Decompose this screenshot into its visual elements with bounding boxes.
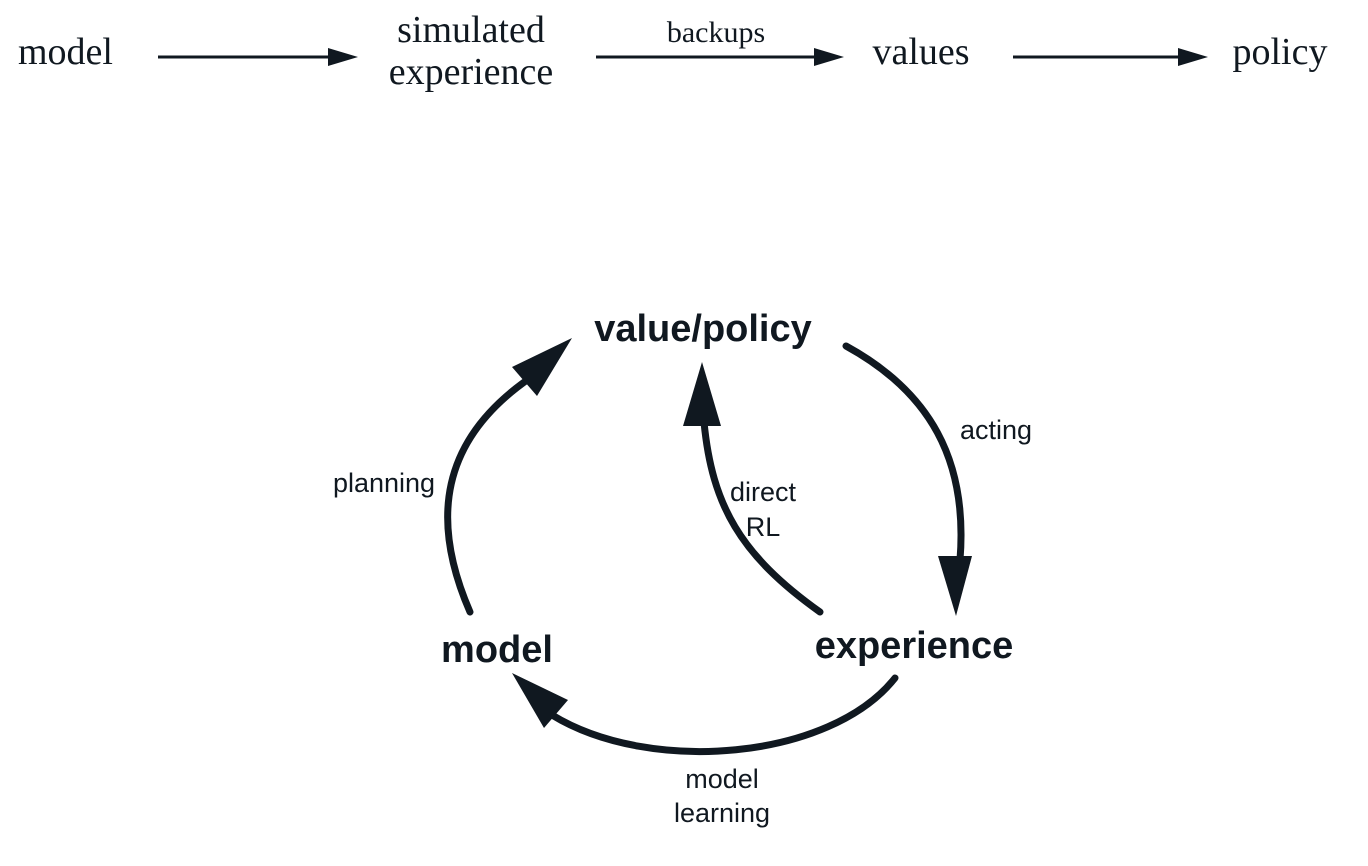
cycle-label-planning: planning: [333, 468, 435, 498]
cycle-label-learning: learning: [674, 798, 770, 828]
top-node-simulated-line1: simulated: [397, 9, 545, 51]
cycle-arrow-planning: [444, 338, 572, 616]
cycle-node-value-policy: value/policy: [594, 308, 812, 350]
cycle-arrow-acting: [842, 342, 972, 616]
cycle-label-model: model: [685, 764, 759, 794]
top-edge-label-backups: backups: [667, 16, 765, 49]
top-node-simulated-line2: experience: [389, 51, 554, 93]
cycle-diagram: value/policy model experience planning a…: [333, 308, 1032, 828]
top-node-model: model: [18, 31, 113, 73]
cycle-label-direct: direct: [730, 477, 797, 507]
top-node-policy: policy: [1233, 31, 1328, 73]
top-flow: model simulated experience backups value…: [18, 9, 1327, 93]
top-arrow-model-to-simulated: [158, 48, 358, 66]
cycle-arrow-model-learning: [512, 673, 899, 755]
cycle-label-acting: acting: [960, 415, 1032, 445]
top-arrow-values-to-policy: [1013, 48, 1208, 66]
cycle-node-model: model: [441, 629, 553, 671]
cycle-node-experience: experience: [815, 625, 1014, 667]
cycle-label-rl: RL: [746, 512, 781, 542]
cycle-arrow-direct-rl: [683, 362, 824, 616]
top-arrow-simulated-to-values: [596, 48, 844, 66]
top-node-values: values: [872, 31, 969, 73]
